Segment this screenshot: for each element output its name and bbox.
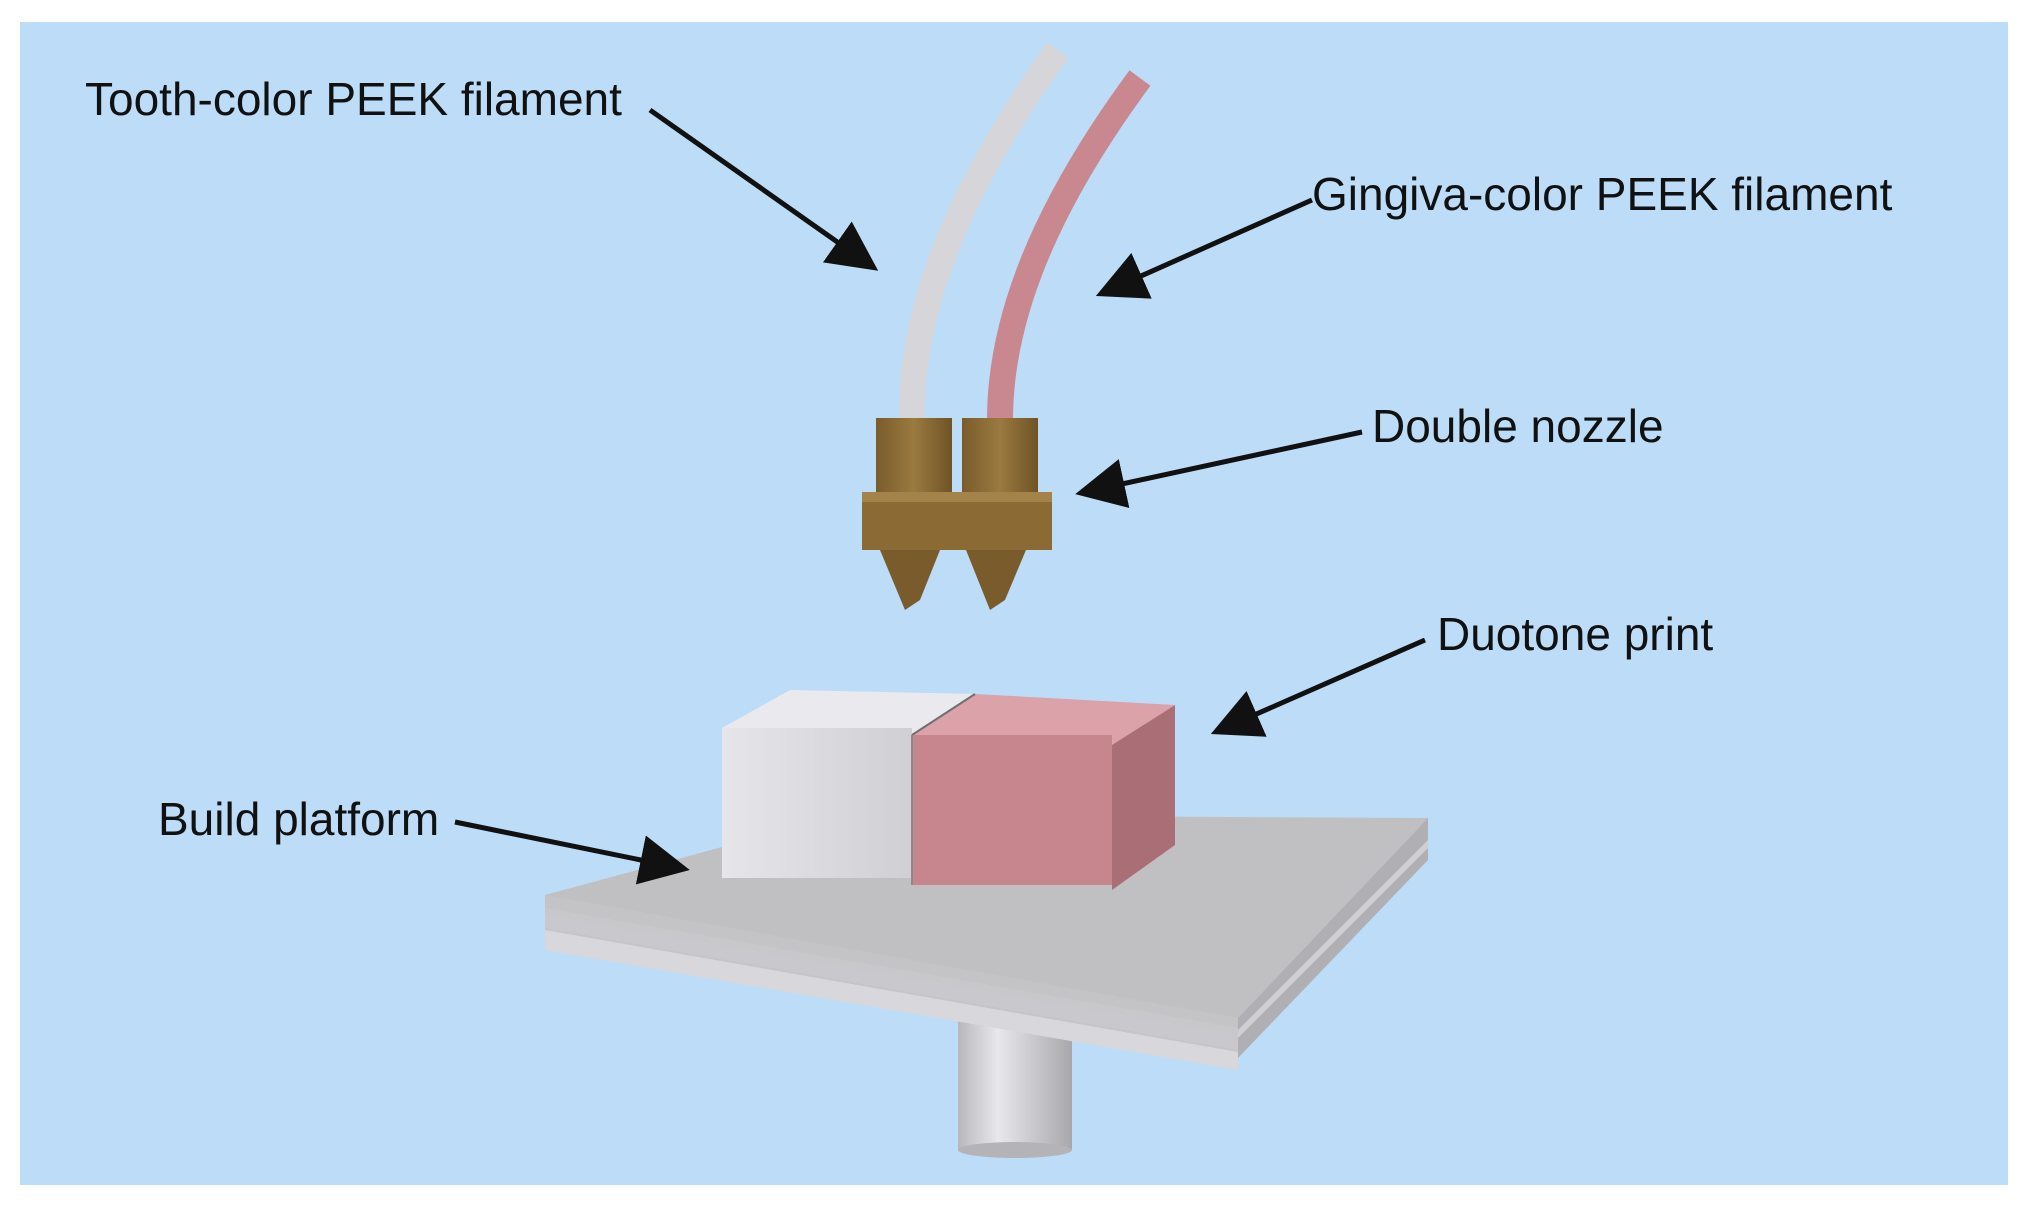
label-build-platform: Build platform: [158, 793, 439, 845]
label-duotone-print: Duotone print: [1437, 608, 1713, 660]
duotone-print: [722, 690, 1175, 890]
tooth-filament: [898, 42, 1069, 421]
arrow-duotone-print: [1210, 637, 1427, 737]
double-nozzle: [862, 418, 1052, 610]
arrow-gingiva-filament: [1095, 197, 1314, 299]
label-gingiva-filament: Gingiva-color PEEK filament: [1312, 168, 1893, 220]
build-platform: [545, 815, 1428, 1070]
arrow-build-platform: [454, 819, 690, 885]
label-double-nozzle: Double nozzle: [1372, 400, 1664, 452]
arrow-double-nozzle: [1075, 429, 1363, 508]
gingiva-filament: [987, 70, 1151, 421]
arrow-tooth-filament: [648, 107, 879, 271]
label-tooth-filament: Tooth-color PEEK filament: [85, 73, 622, 125]
